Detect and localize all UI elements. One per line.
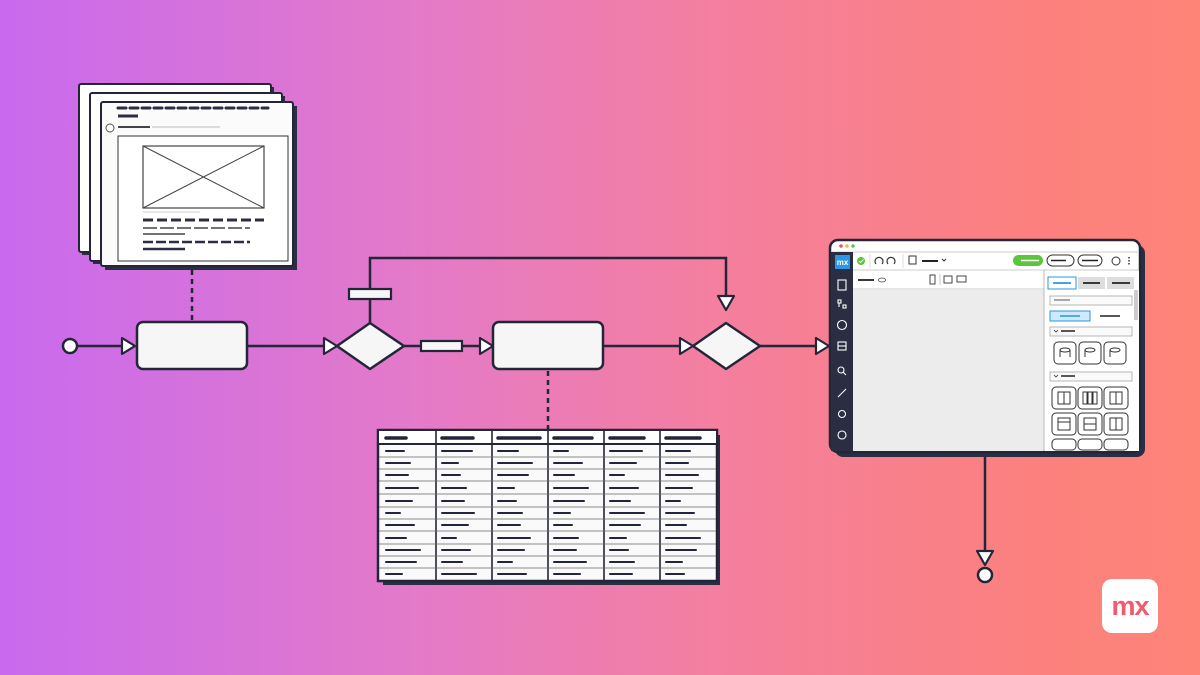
svg-text:mx: mx [837, 258, 849, 267]
clock-icon[interactable] [1111, 256, 1121, 266]
arrowheads [120, 294, 995, 567]
start-node [61, 337, 79, 355]
end-node [976, 566, 994, 584]
user-icon[interactable] [837, 430, 847, 440]
hierarchy-icon[interactable] [837, 341, 847, 351]
condition-label-1 [347, 287, 393, 301]
activity-box-1 [135, 320, 249, 371]
search-icon[interactable] [837, 366, 847, 376]
studio-window: mx [828, 238, 1145, 457]
play-icon[interactable] [836, 319, 848, 331]
mendix-logo: mx [1102, 579, 1158, 633]
decision-2 [691, 321, 762, 371]
gear-icon[interactable] [837, 409, 847, 419]
app-badge: mx [835, 255, 850, 269]
eye-icon[interactable] [878, 277, 886, 283]
decision-1 [335, 321, 406, 371]
condition-label-2 [419, 339, 464, 353]
mendix-logo-text: mx [1111, 590, 1149, 621]
data-table [376, 428, 720, 585]
brush-icon[interactable] [837, 388, 847, 398]
page-mockup-stack [78, 83, 297, 270]
tree-icon[interactable] [837, 299, 847, 309]
doc-icon[interactable] [837, 279, 847, 291]
activity-box-2 [491, 320, 605, 371]
